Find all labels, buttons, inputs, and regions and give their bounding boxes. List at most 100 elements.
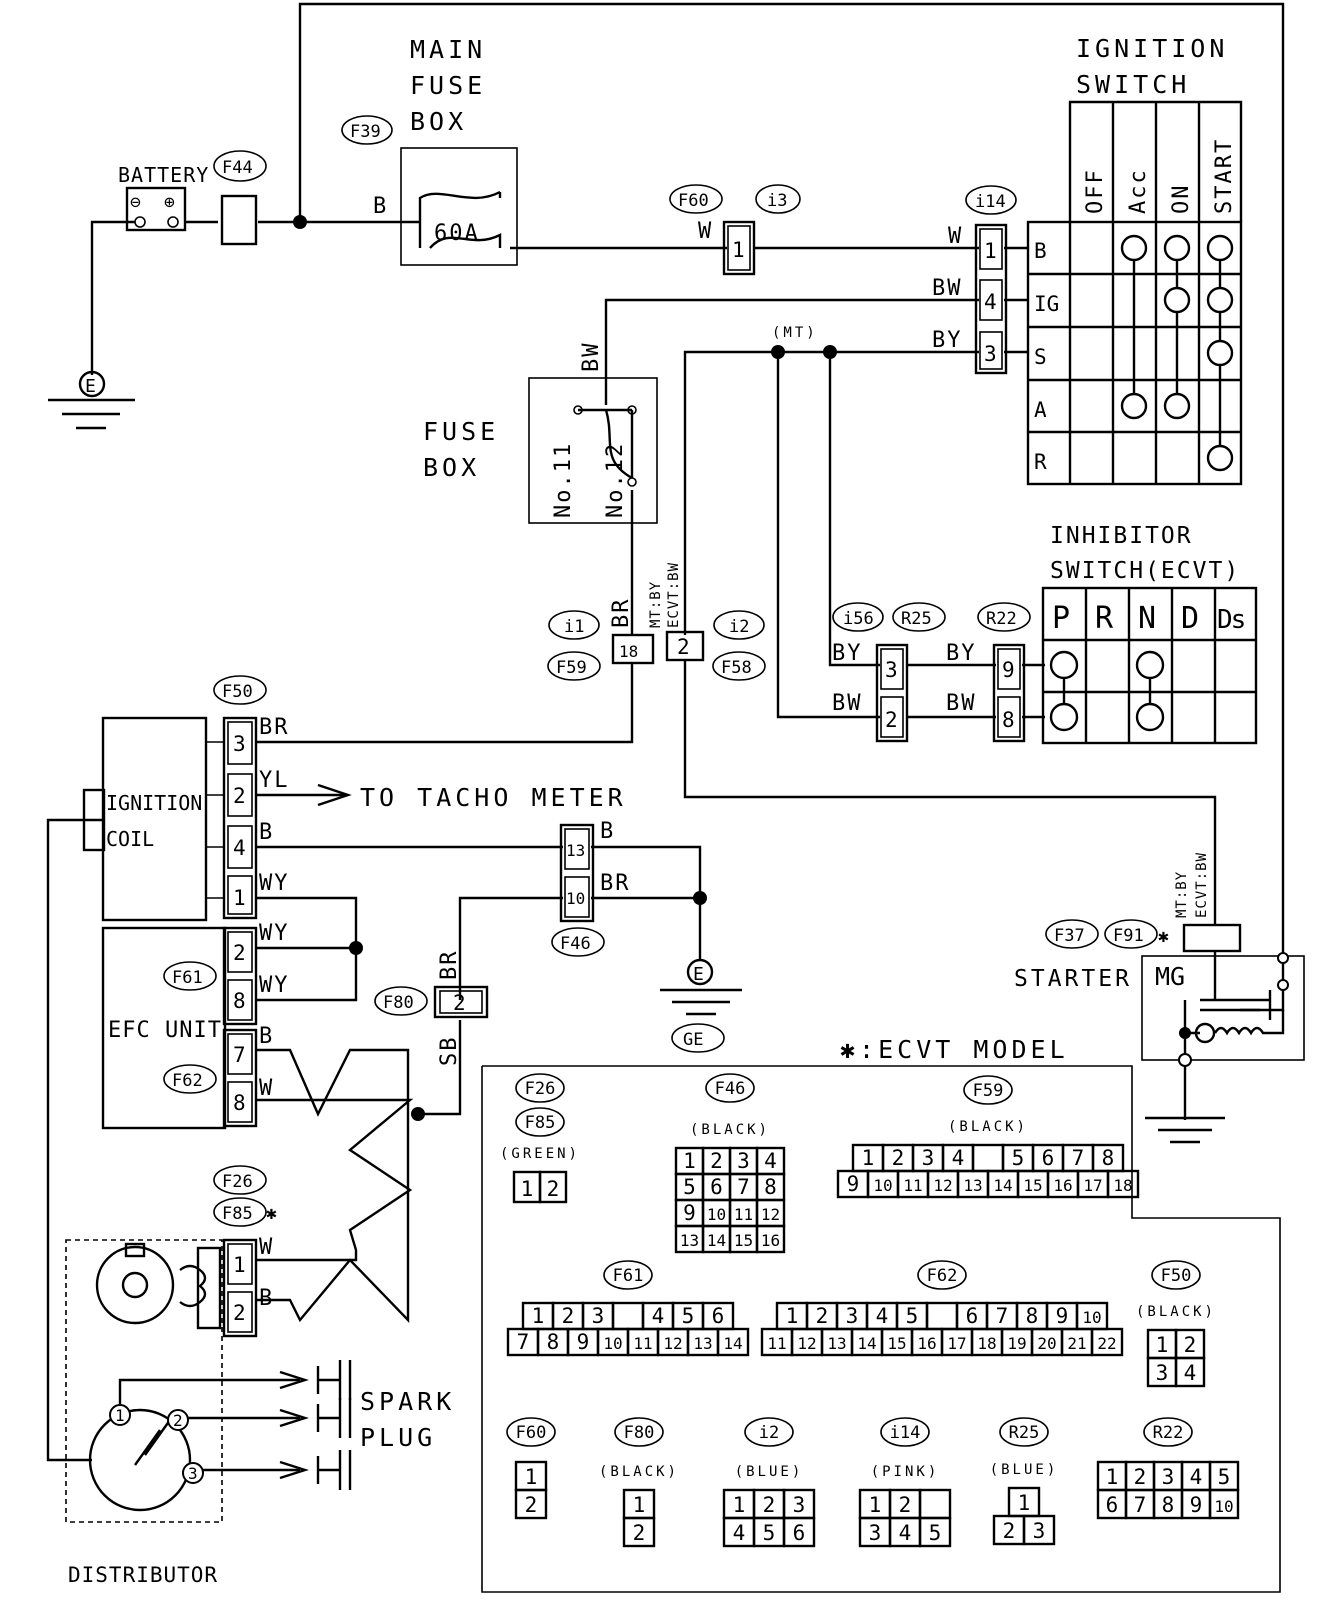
connector-view-pin: 4: [952, 1146, 965, 1170]
connector-view-pin: 5: [1218, 1465, 1231, 1489]
svg-text:4: 4: [233, 836, 246, 860]
fuse-box-label-2: BOX: [423, 453, 480, 482]
svg-text:3: 3: [885, 658, 898, 682]
connector-view-pin: 2: [1134, 1465, 1147, 1489]
inhibitor-switch: INHIBITOR SWITCH(ECVT) P R N D Ds: [1041, 523, 1258, 745]
svg-text:F85: F85: [222, 1204, 253, 1224]
main-fuse-box: MAIN FUSE BOX 60A F39 B: [341, 35, 518, 266]
connector-view-cell: [918, 1516, 952, 1548]
ignition-switch-label-2: SWITCH: [1076, 70, 1190, 99]
connector-view-pin: 1: [786, 1304, 799, 1328]
connector-view-pin: 2: [525, 1493, 538, 1517]
connector-view-pin: 10: [707, 1205, 726, 1224]
svg-text:F26: F26: [222, 1172, 253, 1192]
wire-br-i1: BR: [609, 598, 634, 629]
connector-view-pin: 1: [1156, 1333, 1169, 1357]
connector-view-cell: [971, 1143, 1005, 1173]
ecvt-model-note: ✱:ECVT MODEL: [840, 1035, 1069, 1064]
connector-view-color: (BLACK): [599, 1464, 679, 1480]
connector-view-pin: 1: [1106, 1465, 1119, 1489]
connector-view-id-ellipse: [999, 1417, 1049, 1447]
connector-view-cell: [716, 1327, 750, 1357]
connector-i56-r22: i56 R25 R22 3 2 9 8 BY BW BY BW: [832, 602, 1031, 743]
svg-text:R22: R22: [986, 609, 1017, 629]
svg-text:F80: F80: [383, 993, 414, 1013]
connector-view-pin: 5: [906, 1304, 919, 1328]
distributor: DISTRIBUTOR 1 2 3: [65, 1239, 223, 1587]
connector-view-pin: 3: [922, 1146, 935, 1170]
connector-view-pin: 12: [933, 1176, 952, 1195]
connector-view-pin: 2: [763, 1493, 776, 1517]
connector-view-pin: 18: [1113, 1176, 1132, 1195]
connector-view-id-ellipse: [963, 1075, 1013, 1105]
connector-view-id: F61: [613, 1266, 644, 1286]
connector-view-pin: 1: [525, 1465, 538, 1489]
connector-view-id: R22: [1153, 1423, 1184, 1443]
svg-text:W: W: [259, 1235, 274, 1260]
connector-view-pin: 2: [1003, 1519, 1016, 1543]
svg-text:F91: F91: [1113, 926, 1144, 946]
starter-note-ecvt: ECVT:BW: [1194, 852, 1210, 918]
svg-text:F59: F59: [556, 658, 587, 678]
connector-view-pin: 10: [1214, 1497, 1233, 1516]
svg-text:8: 8: [1002, 708, 1015, 732]
connector-view-color: (BLACK): [948, 1119, 1028, 1135]
connector-view-pin: 2: [633, 1521, 646, 1545]
svg-text:R25: R25: [901, 609, 932, 629]
svg-text:3: 3: [233, 732, 246, 756]
connector-view-pin: 3: [869, 1521, 882, 1545]
connector-view-pin: 9: [683, 1201, 696, 1225]
connector-view-pin: 20: [1037, 1334, 1056, 1353]
connector-view-pin: 1: [633, 1493, 646, 1517]
svg-text:D: D: [1181, 601, 1199, 636]
tacho-label: TO TACHO METER: [360, 783, 627, 812]
connector-view-pin: 4: [652, 1304, 665, 1328]
mt-label: (MT): [772, 325, 818, 341]
connector-view-pin: 3: [592, 1304, 605, 1328]
connector-view-pin: 1: [532, 1304, 545, 1328]
connector-view-pin: 14: [857, 1334, 876, 1353]
connector-view-pin: 5: [1012, 1146, 1025, 1170]
connector-view-pin: 6: [966, 1304, 979, 1328]
connector-view-color: (BLACK): [1136, 1304, 1216, 1320]
spark-plug-label-2: PLUG: [360, 1423, 436, 1452]
svg-text:YL: YL: [259, 768, 290, 793]
ground-ge: E GE: [660, 958, 742, 1053]
connector-view-pin: 6: [1042, 1146, 1055, 1170]
connector-i14-id: i14: [975, 192, 1006, 212]
svg-text:1: 1: [233, 886, 246, 910]
wire-b-mainfuse: B: [373, 194, 388, 219]
svg-text:BR: BR: [259, 715, 290, 740]
connector-view-cell: [514, 1488, 548, 1520]
connector-view-pin: 4: [1190, 1465, 1203, 1489]
connector-view-pin: 22: [1097, 1334, 1116, 1353]
battery: BATTERY ⊖ ⊕: [118, 163, 208, 232]
svg-text:i1: i1: [564, 617, 584, 637]
connector-view-pin: 15: [734, 1231, 753, 1250]
ground-battery: E: [48, 370, 135, 430]
connector-view-pin: 4: [899, 1521, 912, 1545]
fuse-box-label-1: FUSE: [423, 417, 499, 446]
connector-view-pin: 4: [764, 1149, 777, 1173]
connector-view-pin: 6: [793, 1521, 806, 1545]
connector-view-pin: 9: [577, 1330, 590, 1354]
connector-view-pin: 4: [1184, 1361, 1197, 1385]
connector-view-pin: 3: [846, 1304, 859, 1328]
connector-view-pin: 8: [1026, 1304, 1039, 1328]
connector-view-id: R25: [1009, 1423, 1040, 1443]
connector-view-pin: 6: [712, 1304, 725, 1328]
connector-view-id-ellipse: [603, 1260, 653, 1290]
svg-text:F46: F46: [560, 934, 591, 954]
connector-view-pin: 4: [733, 1521, 746, 1545]
connector-view-pin: 5: [929, 1521, 942, 1545]
connector-view-cell: [755, 1224, 786, 1254]
svg-text:IG: IG: [1034, 292, 1059, 316]
svg-text:W: W: [259, 1076, 274, 1101]
connector-view-cell: [1022, 1514, 1056, 1546]
svg-text:B: B: [259, 820, 274, 845]
connector-view-pin: 6: [710, 1175, 723, 1199]
ignition-coil-label-1: IGNITION: [106, 791, 202, 815]
connector-view-id: F46: [715, 1079, 746, 1099]
